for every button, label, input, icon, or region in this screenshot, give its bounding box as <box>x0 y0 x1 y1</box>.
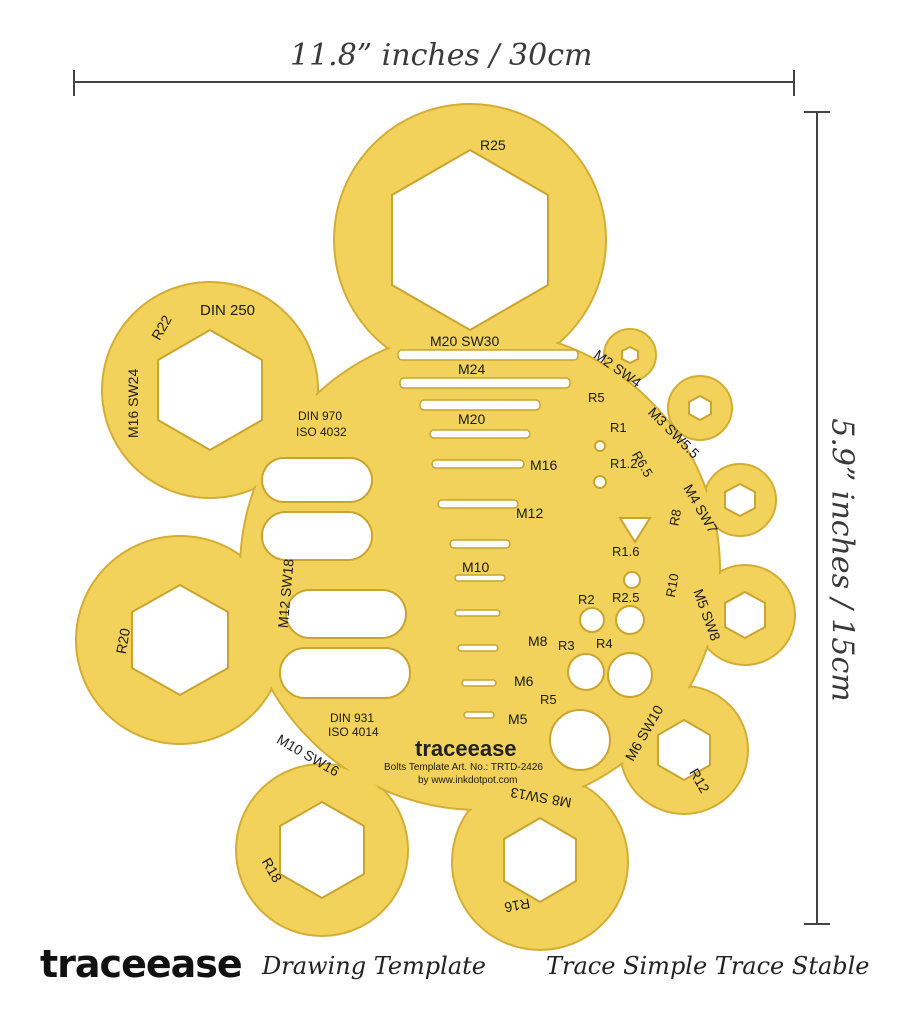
label-m20: M20 <box>458 411 485 427</box>
footer-subtitle: Drawing Template <box>262 952 486 980</box>
label-m6: M6 <box>514 673 534 689</box>
hex-m3 <box>688 394 712 422</box>
label-m24: M24 <box>458 361 485 377</box>
label-r2: R2 <box>578 592 595 607</box>
height-dimension-line <box>804 111 830 925</box>
hex-m5 <box>724 590 766 640</box>
height-dimension-label: 5.9” inches / 15cm <box>824 418 860 702</box>
round-hole-cutouts <box>549 440 653 771</box>
label-r3: R3 <box>558 638 575 653</box>
label-din250: DIN 250 <box>200 302 255 319</box>
label-iso4032: ISO 4032 <box>296 425 347 439</box>
label-r16: R16 <box>503 895 531 915</box>
label-r25: R25 <box>480 137 506 153</box>
label-din931: DIN 931 <box>330 711 374 725</box>
template-subtitle: Bolts Template Art. No.: TRTD-2426 <box>384 762 543 773</box>
hex-m8 <box>503 816 577 904</box>
bolt-profile-cutouts <box>397 349 579 719</box>
label-iso4014: ISO 4014 <box>328 725 379 739</box>
label-r1-6: R1.6 <box>612 544 639 559</box>
footer-tagline: Trace Simple Trace Stable <box>546 952 870 980</box>
label-r4: R4 <box>596 636 613 651</box>
hex-m2 <box>621 345 639 365</box>
label-m16sw24: M16 SW24 <box>125 369 141 438</box>
label-r1: R1 <box>610 420 627 435</box>
template-brand: traceease <box>415 736 517 761</box>
width-dimension-label: 11.8” inches / 30cm <box>290 38 593 73</box>
triangle-cutout <box>618 517 652 544</box>
label-m8: M8 <box>528 633 548 649</box>
label-m5: M5 <box>508 711 528 727</box>
label-din970: DIN 970 <box>298 409 342 423</box>
label-r10: R10 <box>663 572 682 598</box>
label-m20sw30: M20 SW30 <box>430 333 499 349</box>
label-m16: M16 <box>530 457 557 473</box>
label-r5-top: R5 <box>588 390 605 405</box>
width-dimension-line <box>73 70 795 96</box>
label-r20: R20 <box>113 627 133 655</box>
hex-m4 <box>724 482 756 518</box>
template-website: by www.inkdotpot.com <box>418 775 518 786</box>
label-m12sw18: M12 SW18 <box>275 558 297 629</box>
label-r8: R8 <box>666 508 684 527</box>
label-r5: R5 <box>540 692 557 707</box>
hex-m10 <box>279 800 365 900</box>
label-m12: M12 <box>516 505 543 521</box>
hex-m12 <box>131 583 229 697</box>
label-r2-5: R2.5 <box>612 590 639 605</box>
hex-m20 <box>391 148 549 332</box>
label-r1-2: R1.2 <box>610 456 637 471</box>
hex-m16 <box>157 328 263 452</box>
hex-m6 <box>657 718 711 782</box>
label-m10: M10 <box>462 559 489 575</box>
hexagon-cutouts <box>131 148 766 904</box>
slot-cutouts <box>261 457 411 699</box>
footer-brand-logo: traceease <box>40 942 243 986</box>
